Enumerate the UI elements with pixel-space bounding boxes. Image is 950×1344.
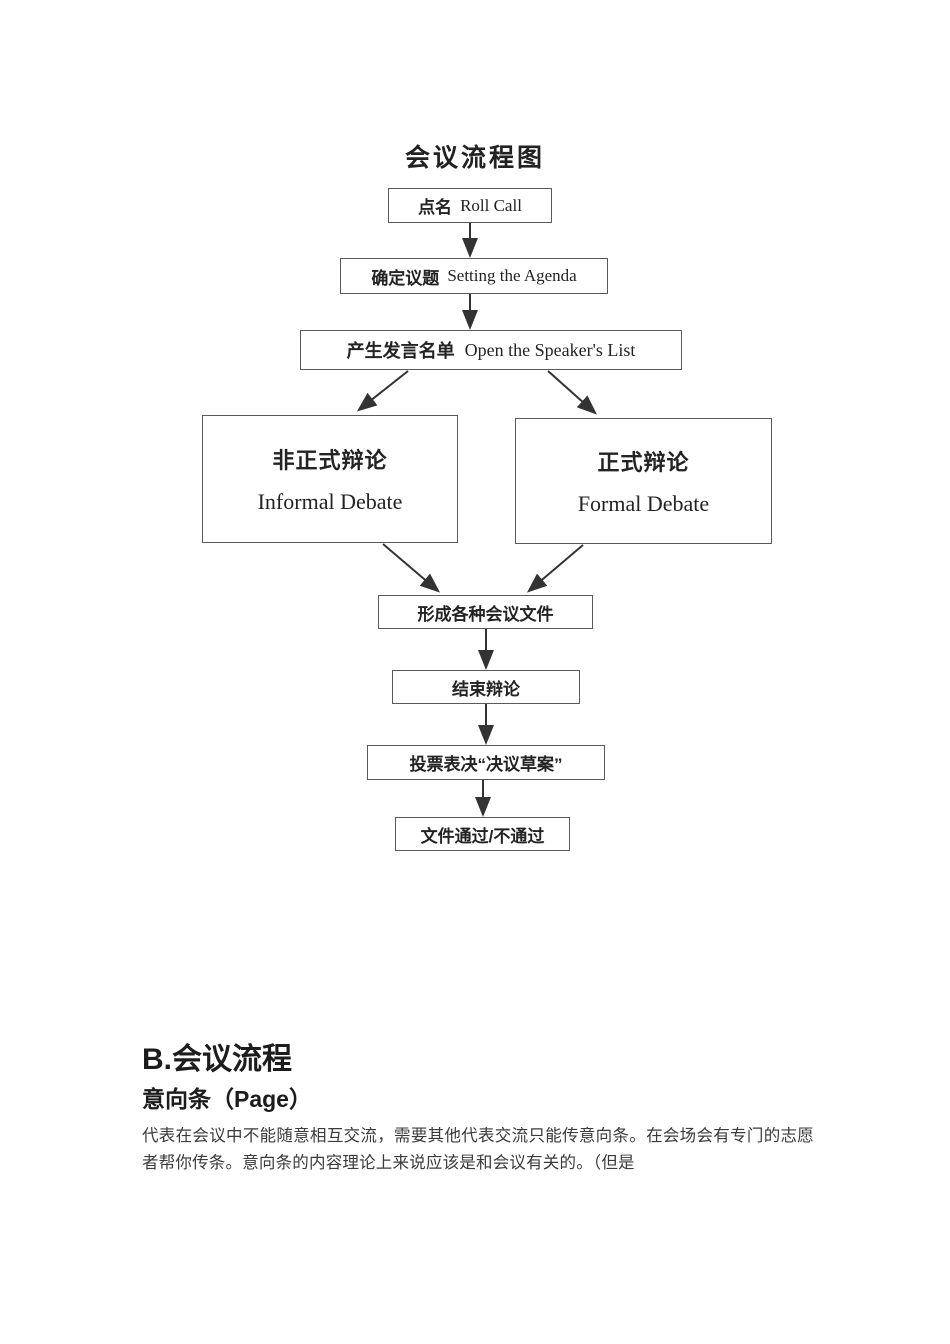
connector-speakers-to-formal: [547, 370, 597, 415]
flow-node-agenda-cn: 确定议题: [371, 268, 440, 288]
document-text-section: B.会议流程 意向条（Page） 代表在会议中不能随意相互交流，需要其他代表交流…: [142, 1042, 817, 1177]
connector-speakers-to-informal: [356, 370, 409, 412]
connector-informal-to-documents: [382, 543, 441, 593]
flow-node-documents-cn: 形成各种会议文件: [417, 604, 554, 624]
flow-node-roll-call: 点名 Roll Call: [388, 188, 552, 223]
flow-node-informal-debate: 非正式辩论 Informal Debate: [202, 415, 458, 543]
flow-node-informal-debate-cn: 非正式辩论: [272, 448, 388, 473]
body-paragraph: 代表在会议中不能随意相互交流，需要其他代表交流只能传意向条。在会场会有专门的志愿…: [142, 1126, 814, 1173]
flow-node-close-debate-cn: 结束辩论: [452, 679, 520, 699]
flow-node-formal-debate: 正式辩论 Formal Debate: [515, 418, 772, 544]
flow-node-vote-cn: 投票表决“决议草案”: [409, 755, 563, 774]
flow-node-vote: 投票表决“决议草案”: [367, 745, 605, 780]
meeting-flowchart-figure: 会议流程图 点名 Roll Call 确定议题 Setting the Age: [202, 145, 772, 851]
flow-node-result: 文件通过/不通过: [395, 817, 570, 851]
flow-node-formal-debate-en: Formal Debate: [577, 491, 710, 516]
flow-node-roll-call-en: Roll Call: [460, 195, 522, 215]
flow-node-speakers-list-cn: 产生发言名单: [346, 341, 455, 361]
flow-node-roll-call-cn: 点名: [418, 198, 453, 217]
connector-formal-to-documents: [526, 544, 584, 593]
section-heading-b: B.会议流程: [142, 1043, 292, 1076]
flow-node-result-cn: 文件通过/不通过: [420, 826, 545, 846]
flow-node-agenda-en: Setting the Agenda: [447, 266, 577, 285]
flowchart-connectors: [356, 223, 597, 817]
flow-node-agenda: 确定议题 Setting the Agenda: [340, 258, 608, 294]
flow-node-close-debate: 结束辩论: [392, 670, 580, 704]
subsection-heading-page: 意向条（Page）: [142, 1085, 312, 1112]
flow-node-formal-debate-cn: 正式辩论: [597, 450, 690, 475]
flow-node-documents: 形成各种会议文件: [378, 595, 593, 629]
flow-node-informal-debate-en: Informal Debate: [257, 489, 403, 514]
flowchart-title: 会议流程图: [404, 145, 545, 172]
flow-node-speakers-list-en: Open the Speaker's List: [464, 339, 636, 360]
flow-node-speakers-list: 产生发言名单 Open the Speaker's List: [300, 330, 682, 370]
